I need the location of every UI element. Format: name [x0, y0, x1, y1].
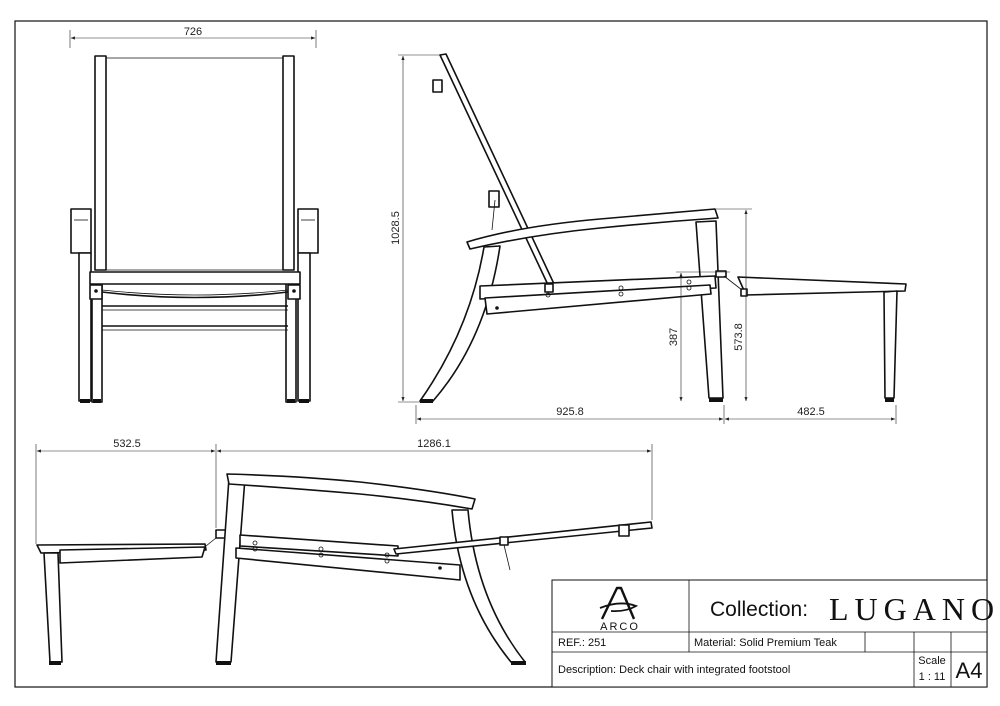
collection-name: LUGANO [829, 591, 1000, 627]
ref-number: REF.: 251 [558, 637, 606, 649]
front-view [70, 55, 319, 403]
dim-footstool-depth: 482.5 [797, 406, 825, 418]
description-text: Description: Deck chair with integrated … [558, 664, 790, 676]
dim-side-depth: 925.8 [556, 406, 584, 418]
material-text: Material: Solid Premium Teak [694, 637, 837, 649]
arco-logo-icon [599, 586, 639, 620]
extended-view [36, 473, 653, 665]
dim-front-width: 726 [184, 26, 202, 38]
scale-label: Scale [918, 655, 946, 667]
dim-lower-footstool: 532.5 [113, 438, 141, 450]
collection-label: Collection: [710, 598, 808, 621]
title-block: ARCO Collection: LUGANO REF.: 251 Materi… [551, 579, 1000, 688]
dimension-lines: 726 1028.5 387 573.8 925.8 482.5 532.5 1… [35, 26, 897, 544]
side-view [419, 53, 907, 403]
sheet-border [14, 20, 988, 688]
dim-lower-chair: 1286.1 [417, 438, 451, 450]
dim-arm-height: 573.8 [733, 323, 745, 351]
scale-value: 1 : 11 [919, 671, 946, 683]
dim-seat-height: 387 [668, 328, 680, 346]
brand-name: ARCO [600, 621, 640, 633]
dim-height-total: 1028.5 [390, 211, 402, 245]
paper-size: A4 [956, 658, 983, 683]
